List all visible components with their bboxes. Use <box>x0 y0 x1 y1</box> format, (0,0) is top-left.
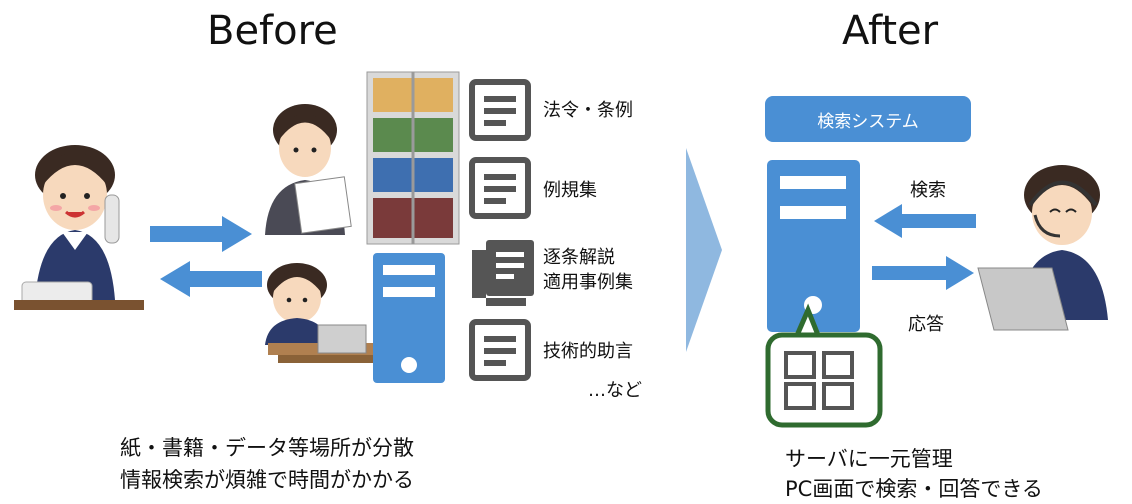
after-caption-line-1: サーバに一元管理 <box>785 447 953 471</box>
transition-arrow <box>686 148 722 352</box>
search-system-bar: 検索システム <box>765 96 971 142</box>
doc-label-laws: 法令・条例 <box>543 100 633 121</box>
after-caption-line-2: PC画面で検索・回答できる <box>785 477 1043 501</box>
response-label: 応答 <box>908 314 944 335</box>
doc-label-commentary: 逐条解説 <box>543 247 615 268</box>
doc-label-cases: 適用事例集 <box>543 272 633 293</box>
caller-person-illustration <box>14 145 144 310</box>
search-arrow <box>874 204 976 238</box>
staff-reading-papers-illustration <box>265 104 352 235</box>
search-label: 検索 <box>910 180 946 201</box>
before-caption: 紙・書籍・データ等場所が分散 情報検索が煩雑で時間がかかる <box>120 432 414 496</box>
operator-with-headset-illustration <box>977 165 1108 331</box>
after-heading: After <box>842 8 939 54</box>
stacked-document-icon <box>472 240 534 306</box>
bookshelf-illustration <box>366 71 460 245</box>
after-caption: サーバに一元管理 PC画面で検索・回答できる <box>785 444 1043 504</box>
document-icon <box>469 157 531 219</box>
server-tower-before <box>373 253 445 383</box>
doc-label-advice: 技術的助言 <box>543 341 633 362</box>
before-caption-line-2: 情報検索が煩雑で時間がかかる <box>120 468 414 492</box>
doc-label-regulations: 例規集 <box>543 180 597 201</box>
staff-at-desk-illustration <box>265 263 393 363</box>
doc-label-etc: …など <box>588 380 642 401</box>
before-heading: Before <box>207 8 338 54</box>
document-icon <box>469 319 531 381</box>
speech-bubble <box>765 303 883 428</box>
before-caption-line-1: 紙・書籍・データ等場所が分散 <box>120 436 414 460</box>
response-arrow <box>872 256 974 290</box>
server-tower-after <box>767 160 860 332</box>
request-arrow <box>150 216 252 252</box>
document-icon <box>469 79 531 141</box>
reply-arrow <box>160 261 262 297</box>
